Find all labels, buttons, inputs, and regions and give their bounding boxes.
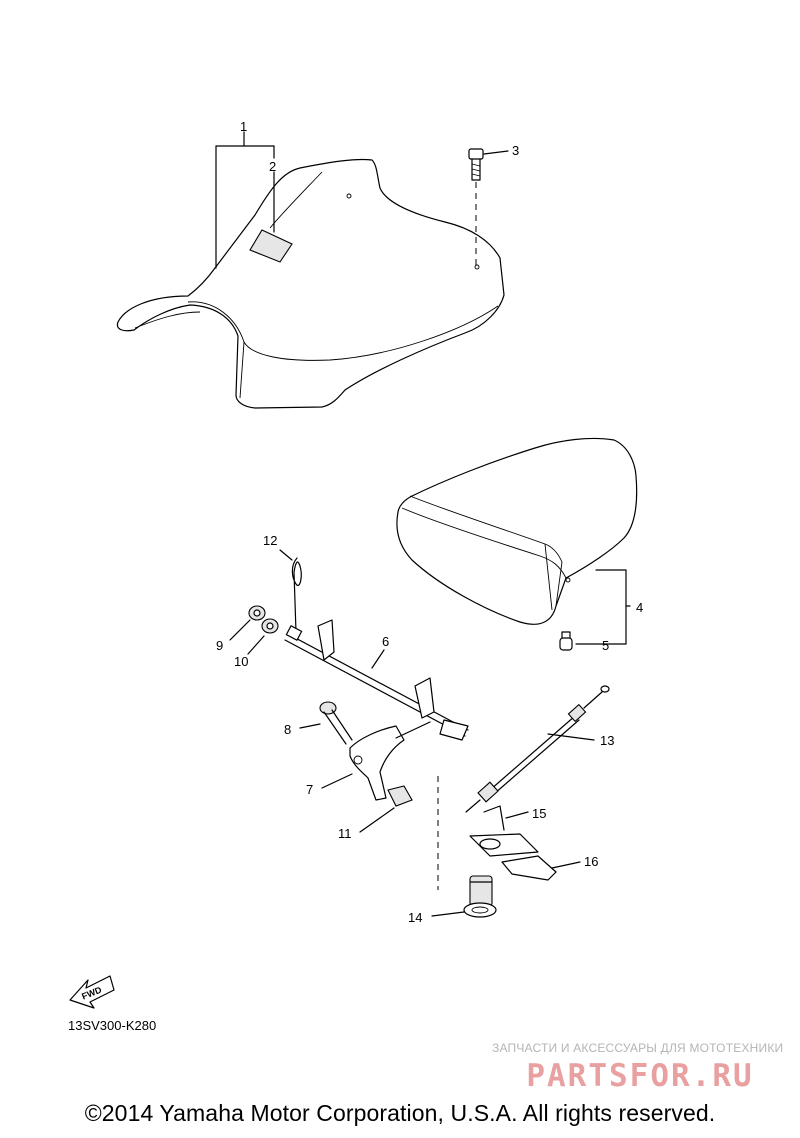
- copyright-footer: ©2014 Yamaha Motor Corporation, U.S.A. A…: [84, 1100, 716, 1126]
- lock-rod-6: [284, 619, 469, 741]
- bracket-7: [349, 721, 431, 801]
- callout-8: 8: [284, 722, 291, 737]
- cover-16: [501, 855, 557, 881]
- plate-15: [469, 805, 539, 857]
- callout-16: 16: [584, 854, 598, 869]
- callout-11: 11: [338, 826, 352, 841]
- callout-9: 9: [216, 638, 223, 653]
- callout-2: 2: [269, 159, 276, 174]
- watermark-logo: PARTSFOR.RU: [526, 1058, 753, 1094]
- washer-10: [261, 618, 279, 634]
- clip-11: [387, 785, 413, 807]
- callout-14: 14: [408, 910, 422, 925]
- seat-emblem-label: [249, 229, 293, 263]
- callout-3: 3: [512, 143, 519, 158]
- callout-5: 5: [602, 638, 609, 653]
- callout-13: 13: [600, 733, 614, 748]
- callout-7: 7: [306, 782, 313, 797]
- callout-15: 15: [532, 806, 546, 821]
- nut-5: [559, 631, 573, 651]
- fwd-arrow: FWD: [69, 975, 115, 1009]
- washer-9: [248, 605, 266, 621]
- callout-1: 1: [240, 119, 247, 134]
- hook-12: [291, 557, 302, 633]
- leader-lines: [215, 131, 631, 917]
- callout-6: 6: [382, 634, 389, 649]
- callout-12: 12: [263, 533, 277, 548]
- passenger-seat: [396, 437, 638, 625]
- watermark-tagline: ЗАПЧАСТИ И АКСЕССУАРЫ ДЛЯ МОТОТЕХНИКИ: [492, 1041, 784, 1055]
- lock-cylinder-14: [463, 875, 497, 918]
- diagram-code: 13SV300-K280: [68, 1018, 157, 1033]
- callout-4: 4: [636, 600, 643, 615]
- rider-seat: [116, 158, 505, 409]
- bolt-3: [468, 148, 484, 266]
- cable-13: [465, 685, 610, 813]
- callout-labels: 1 2 3 4 5 6 7 8 9 10 11 12 13 14 15 16: [216, 119, 643, 925]
- callout-10: 10: [234, 654, 248, 669]
- bolt-8: [319, 701, 353, 745]
